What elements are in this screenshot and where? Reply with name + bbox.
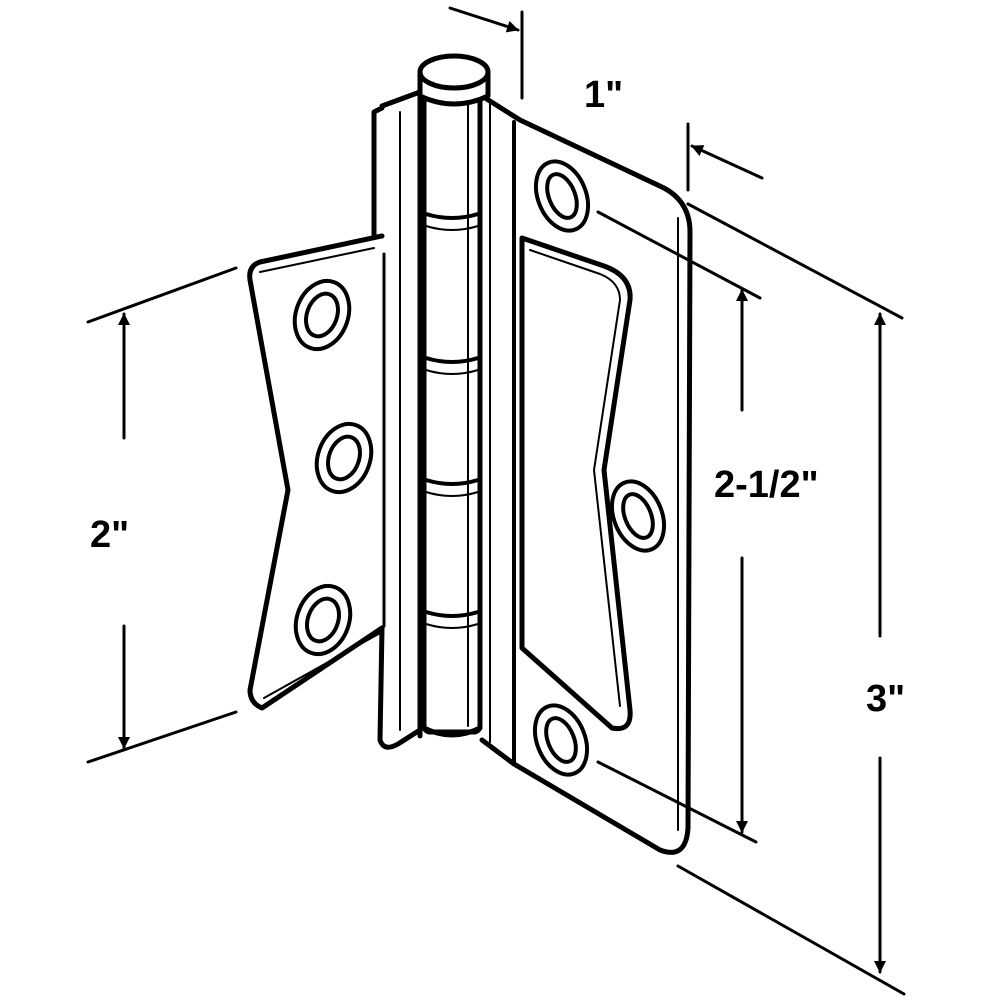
screw-hole: [532, 703, 590, 777]
screw-hole: [292, 278, 352, 352]
dimension-label-1in: 1": [584, 74, 624, 116]
screw-hole: [533, 159, 591, 233]
dimension-2-1-2in: [596, 210, 762, 844]
hinge-pin-cap: [417, 53, 491, 107]
screw-hole: [314, 421, 374, 495]
dimension-label-2-1-2in: 2-1/2": [714, 464, 819, 506]
right-hinge-leaf: [479, 93, 693, 855]
leaf-cutout: [519, 235, 633, 732]
dimension-label-2in: 2": [90, 514, 130, 556]
hinge-barrel: [417, 53, 491, 738]
screw-hole: [293, 583, 353, 657]
dimension-2in: [86, 266, 238, 764]
right-leaf-mounting-holes: [532, 159, 667, 777]
dimension-1in: [448, 6, 764, 192]
left-hinge-leaf: [247, 233, 386, 711]
screw-hole: [609, 479, 667, 553]
dimension-label-3in: 3": [866, 678, 906, 720]
dimension-3in: [676, 202, 906, 996]
left-leaf-mounting-holes: [292, 278, 374, 657]
